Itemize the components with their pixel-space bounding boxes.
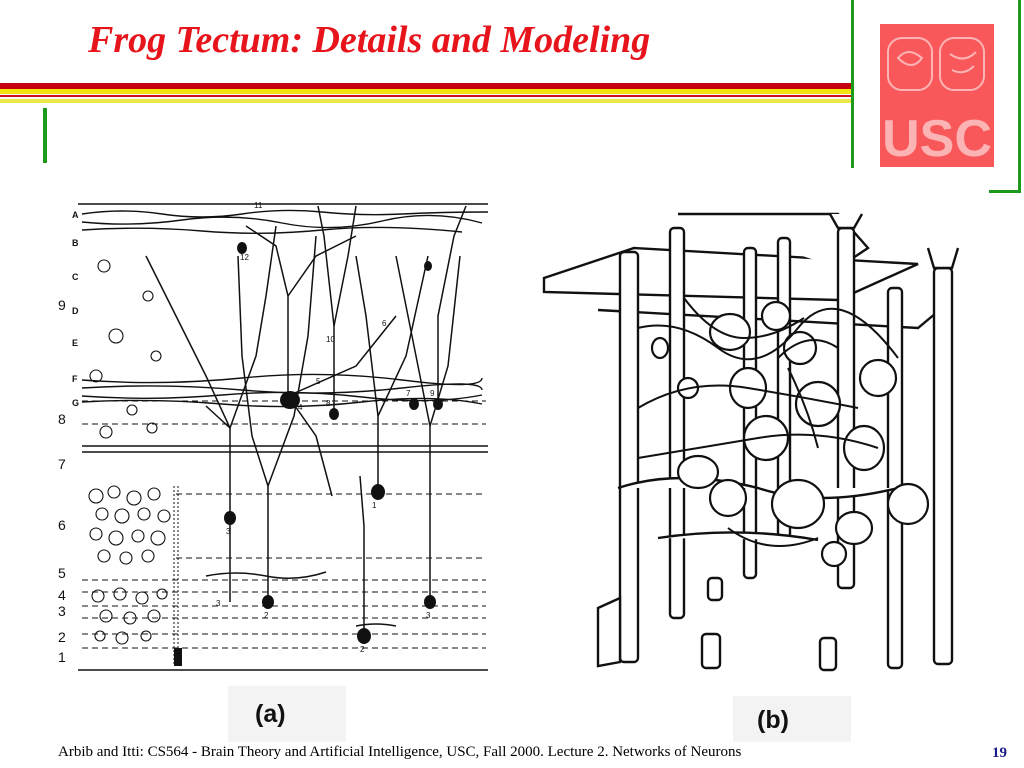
cell-number: 4 (298, 403, 303, 412)
figure-b-label-box (733, 696, 851, 742)
layer-letter-g: G (72, 398, 79, 408)
figure-a-label-box (228, 686, 346, 742)
slide-footer: Arbib and Itti: CS564 - Brain Theory and… (58, 744, 742, 760)
layer-letter-e: E (72, 338, 78, 348)
cell-number: 3 (216, 599, 221, 608)
page-number: 19 (992, 745, 1007, 761)
logo-text: USC (882, 110, 992, 167)
title-rule-yellow-thin (0, 99, 852, 103)
layer-letter-d: D (72, 306, 79, 316)
cell-number: 6 (382, 319, 387, 328)
layer-letter-c: C (72, 272, 79, 282)
layer-number-7: 7 (58, 456, 66, 472)
figure-b-label: (b) (757, 706, 789, 734)
cell-number: 5 (316, 377, 321, 386)
figure-a-label: (a) (255, 700, 286, 728)
figure-a-tectum-layers: A B C D E F G 9 8 7 6 5 4 3 2 1 11 12 10… (56, 196, 492, 674)
cell-number: 2 (360, 645, 365, 654)
layer-number-2: 2 (58, 629, 66, 645)
cell-number: 9 (430, 389, 435, 398)
layer-letter-b: B (72, 238, 79, 248)
cell-number: 8 (326, 399, 331, 408)
cell-number: 3 (226, 527, 231, 536)
cell-number: 12 (240, 253, 249, 262)
figure-b-tectal-column-model (538, 208, 962, 678)
slide-title: Frog Tectum: Details and Modeling (88, 19, 651, 61)
title-rule-red (0, 83, 852, 89)
cell-number: 10 (326, 335, 335, 344)
layer-letter-a: A (72, 210, 79, 220)
cell-number: 1 (372, 501, 377, 510)
layer-number-6: 6 (58, 517, 66, 533)
layer-number-3: 3 (58, 603, 66, 619)
layer-letter-f: F (72, 374, 78, 384)
cell-number: 2 (264, 611, 269, 620)
layer-number-8: 8 (58, 411, 66, 427)
cell-number: 3 (426, 611, 431, 620)
layer-number-9: 9 (58, 297, 66, 313)
layer-number-4: 4 (58, 587, 66, 603)
green-accent-bar (43, 108, 47, 163)
title-rule-red-thin (0, 95, 852, 97)
usc-logo: USC (880, 24, 994, 167)
layer-number-1: 1 (58, 649, 66, 665)
cell-number: 7 (406, 389, 411, 398)
cell-number: 11 (254, 201, 263, 210)
title-rule-yellow (0, 89, 852, 94)
layer-number-5: 5 (58, 565, 66, 581)
